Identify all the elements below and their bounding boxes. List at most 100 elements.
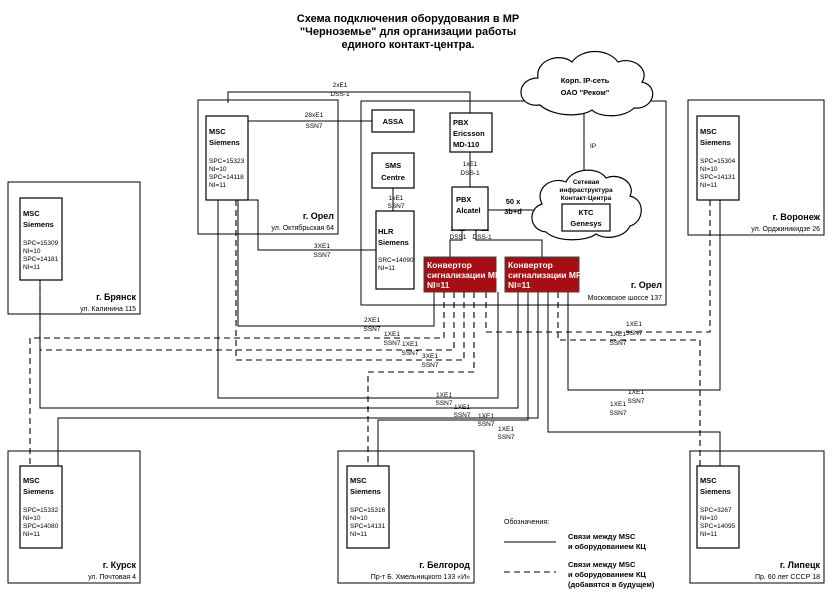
orel-main-frame (360, 100, 667, 306)
kursk-name-2: Siemens (23, 487, 54, 496)
link-orel-msc-pbx-ericsson (227, 91, 471, 113)
ip-cloud: Корп. IP-сеть ОАО "Реком" IP (520, 50, 654, 150)
label-l-1ssn7-a: SSN7 (384, 340, 401, 347)
converter-right-line-1: Конвертор (508, 260, 553, 270)
legend-solid-2: и оборудованием КЦ (568, 542, 646, 551)
future-link-voronezh (485, 200, 711, 333)
bryansk-name-2: Siemens (23, 220, 54, 229)
bryansk-address: ул. Калинина 115 (80, 306, 136, 313)
bryansk-param-0: SPC=15309 (23, 240, 59, 247)
label-c1-dss: DSS1 (450, 234, 467, 241)
lipetsk-city: г. Липецк (780, 560, 821, 570)
link-hlr-orel-msc (248, 199, 376, 251)
voronezh-param-1: NI=10 (700, 166, 718, 173)
label-hlr-ssn7: SSN7 (388, 203, 405, 210)
orel-site-city: г. Орел (631, 280, 662, 290)
label-l-2ssn7: SSN7 (364, 326, 381, 333)
label-c2-dss: DSS-1 (472, 234, 492, 241)
orel-main-site: г. Орел Московское шоссе 137 ASSA SMS Ce… (360, 100, 667, 306)
label-l-2xe1: 2XE1 (364, 317, 380, 324)
kursk-name-1: MSC (23, 476, 40, 485)
label-l-3xe1: 3XE1 (422, 353, 438, 360)
ip-label: IP (590, 143, 596, 150)
label-top-dss: DSS-1 (330, 91, 350, 98)
label-r-1ssn7-d: SSN7 (610, 410, 627, 417)
voronezh-param-0: SPC=15304 (700, 158, 736, 165)
link-converter-right-belgorod (377, 292, 529, 488)
label-l-3ssn7: SSN7 (422, 362, 439, 369)
bryansk-site: MSC Siemens SPC=15309 NI=10 SPC=14181 NI… (7, 181, 141, 315)
label-r-1xe1-a: 1XE1 (626, 321, 642, 328)
pbx-alcatel-line-1: PBX (456, 195, 471, 204)
converter-left (423, 256, 497, 293)
label-m-1xe1-a: 1XE1 (436, 392, 452, 399)
orel-msc-frame (197, 99, 339, 235)
label-m-1ssn7-b: SSN7 (454, 412, 471, 419)
title-line-2: "Черноземье" для организации работы (300, 26, 516, 38)
kursk-frame (7, 450, 141, 584)
diagram-title: Схема подключения оборудования в МР "Чер… (297, 13, 519, 51)
kursk-msc-box (19, 465, 63, 549)
converter-left-line-1: Конвертор (427, 260, 472, 270)
dashed-links (29, 200, 711, 488)
assa-box (371, 109, 415, 133)
lipetsk-param-2: SPC=14095 (700, 523, 736, 530)
legend-dashed-2: и оборудованием КЦ (568, 570, 646, 579)
cloud-shape (520, 50, 654, 117)
hlr-label-1: HLR (378, 227, 394, 236)
pbx-ericsson-line-3: MD-110 (453, 140, 479, 149)
link-orel-msc-converter-left (237, 200, 435, 327)
kursk-address: ул. Почтовая 4 (88, 574, 136, 581)
lipetsk-name-1: MSC (700, 476, 717, 485)
ktc-genesys-box (561, 203, 611, 232)
contact-center-cloud: Сетевая инфраструктура Контакт-Центра КТ… (531, 169, 642, 241)
cc-line-2: инфраструктура (559, 187, 613, 194)
future-link-orel-msc (235, 200, 465, 361)
converter-right (504, 256, 580, 293)
label-orel-3xe1: 3XE1 (314, 243, 330, 250)
label-l-1ssn7-b: SSN7 (402, 350, 419, 357)
legend-solid-1: Связи между MSC (568, 532, 636, 541)
belgorod-name-2: Siemens (350, 487, 381, 496)
label-assa-ssn7: SSN7 (306, 123, 323, 130)
belgorod-address: Пр-т Б. Хмельницкого 133 «И» (371, 574, 470, 581)
bryansk-msc-box (19, 197, 63, 281)
pbx-alcatel-box (451, 186, 489, 231)
legend-dashed-1: Связи между MSC (568, 560, 636, 569)
cloud-line-1: Корп. IP-сеть (561, 76, 610, 85)
pbx-ericsson-box (449, 112, 493, 153)
belgorod-param-2: SPC=14131 (350, 523, 386, 530)
label-l-1xe1-a: 1XE1 (384, 331, 400, 338)
cc-line-3: Контакт-Центра (561, 195, 612, 202)
voronezh-frame (687, 99, 825, 236)
lipetsk-msc-box (696, 465, 740, 549)
voronezh-site: MSC Siemens SPC=15304 NI=10 SPC=14131 NI… (687, 99, 825, 236)
future-link-lipetsk (557, 292, 701, 486)
label-top-2xe1: 2xE1 (333, 82, 348, 89)
legend-dashed-3: (добавятся в будущем) (568, 580, 655, 589)
label-orel-ssn7: SSN7 (314, 252, 331, 259)
future-link-bryansk (39, 280, 455, 351)
ktc-line-1: КТС (579, 208, 594, 217)
future-link-kursk (29, 292, 445, 488)
link-converter-right-kursk (57, 292, 539, 488)
pbx-ericsson-line-1: PBX (453, 118, 468, 127)
converter-right-line-2: сигнализации МР (508, 270, 582, 280)
converter-left-line-3: NI=11 (427, 280, 450, 290)
hlr-param-1: NI=11 (378, 265, 395, 272)
label-r-1ssn7-c: SSN7 (628, 398, 645, 405)
orel-site-address: Московское шоссе 137 (588, 295, 662, 302)
link-alcatel-converter-left (449, 230, 463, 257)
solid-links (39, 91, 721, 488)
pbx-alcatel-line-2: Alcatel (456, 206, 481, 215)
legend-title: Обозначения: (504, 518, 549, 526)
title-line-3: единого контакт-центра. (341, 39, 474, 51)
link-labels: 2xE1 DSS-1 28xE1 SSN7 1xE1 DSS-1 1xE1 SS… (305, 82, 645, 441)
label-alc-3bd: 3b+d (504, 207, 522, 216)
belgorod-param-0: SPC=15316 (350, 507, 386, 514)
lipetsk-site: MSC Siemens SPC=3267 NI=10 SPC=14095 NI=… (689, 450, 825, 584)
hlr-box (375, 210, 415, 290)
bryansk-param-1: NI=10 (23, 248, 41, 255)
label-r-1xe1-d: 1XE1 (610, 401, 626, 408)
hlr-label-2: Siemens (378, 238, 409, 247)
